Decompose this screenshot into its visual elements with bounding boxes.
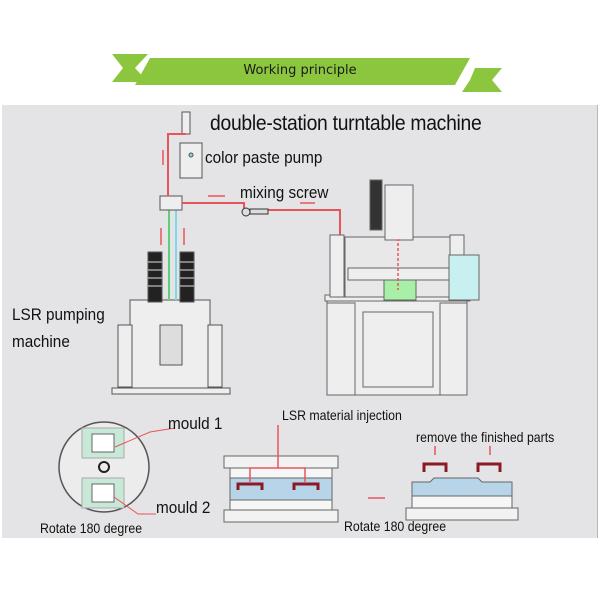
- mould-2-leader: [113, 496, 156, 515]
- part-left-1: [236, 482, 264, 490]
- label-lsr-pumping-line2: machine: [12, 332, 70, 351]
- turntable-machine: [324, 179, 480, 396]
- label-remove-finished-parts: remove the finished parts: [416, 429, 555, 445]
- label-rotate-left: Rotate 180 degree: [40, 520, 143, 536]
- pump-cylinder-stripes: [148, 261, 194, 287]
- mould-1-leader: [114, 427, 176, 448]
- lsr-pumping-machine: [111, 251, 231, 395]
- mould-cross-section-right: [405, 477, 519, 521]
- label-mould-1: mould 1: [168, 414, 223, 433]
- mixing-block: [159, 195, 183, 211]
- banner-right-tail: [462, 68, 502, 92]
- red-flow-line-injector: [397, 239, 400, 290]
- label-rotate-right: Rotate 180 degree: [344, 518, 447, 534]
- mixing-screw: [241, 207, 269, 217]
- mould-cross-section-left: [223, 455, 339, 523]
- label-lsr-material-injection: LSR material injection: [282, 407, 402, 423]
- label-color-paste-pump: color paste pump: [205, 148, 323, 167]
- part-left-2: [292, 482, 320, 490]
- label-mixing-screw: mixing screw: [240, 183, 329, 202]
- finished-part-2: [476, 462, 502, 472]
- label-mould-2: mould 2: [156, 498, 211, 517]
- finished-part-1: [422, 462, 448, 472]
- label-lsr-pumping-line1: LSR pumping: [12, 305, 105, 324]
- injection-line: [249, 425, 306, 482]
- color-paste-pump: [179, 111, 203, 179]
- diagram-title: double-station turntable machine: [210, 112, 482, 135]
- rotary-table: [58, 421, 150, 513]
- red-flow-line-mixer: [182, 202, 400, 241]
- red-flow-line-pump: [167, 133, 186, 196]
- banner-left-tail: [112, 54, 148, 82]
- title-banner: [112, 54, 502, 92]
- banner-title: Working principle: [243, 63, 357, 78]
- banner-ribbon: [135, 58, 470, 85]
